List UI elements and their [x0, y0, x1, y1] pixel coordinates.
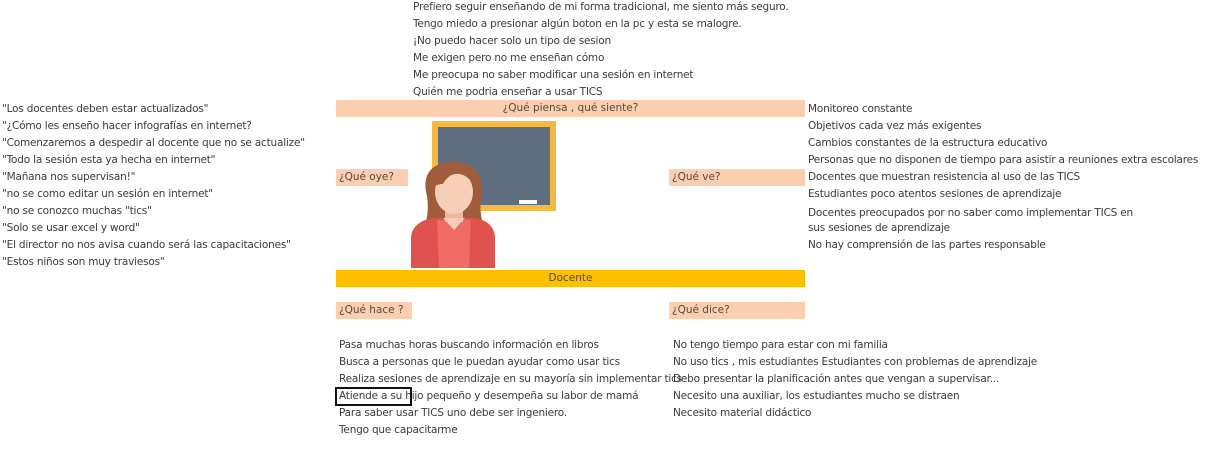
list-item: Realiza sesiones de aprendizaje en su ma… [339, 373, 682, 385]
list-item: Necesito una auxiliar, los estudiantes m… [673, 390, 960, 402]
shirt-inner [437, 220, 471, 268]
list-item: Personas que no disponen de tiempo para … [808, 154, 1199, 166]
teacher-illustration [411, 121, 556, 268]
dice-header: ¿Qué dice? [669, 302, 805, 319]
list-item: "Todo la sesión esta ya hecha en interne… [2, 154, 216, 166]
list-item: No hay comprensión de las partes respons… [808, 239, 1046, 251]
list-item: sus sesiones de aprendizaje [808, 222, 950, 234]
list-item: Quién me podria enseñar a usar TICS [413, 86, 603, 98]
list-item: Estudiantes poco atentos sesiones de apr… [808, 188, 1062, 200]
list-item: "Comenzaremos a despedir al docente que … [2, 137, 305, 149]
list-item: Docentes que muestran resistencia al uso… [808, 171, 1080, 183]
list-item: No tengo tiempo para estar con mi famili… [673, 339, 888, 351]
list-item: Tengo que capacitarme [339, 424, 458, 436]
list-item: ¡No puedo hacer solo un tipo de sesion [413, 35, 611, 47]
list-item: "Los docentes deben estar actualizados" [2, 103, 209, 115]
list-item: No uso tics , mis estudiantes Estudiante… [673, 356, 1037, 368]
list-item: Monitoreo constante [808, 103, 913, 115]
list-item: "no se como editar un sesión en internet… [2, 188, 213, 200]
list-item: "Solo se usar excel y word" [2, 222, 140, 234]
docente-header: Docente [336, 270, 805, 287]
list-item: "Estos niños son muy traviesos" [2, 256, 165, 268]
list-item: Cambios constantes de la estructura educ… [808, 137, 1048, 149]
ve-header: ¿Qué ve? [669, 169, 805, 186]
list-item: Para saber usar TICS uno debe ser ingeni… [339, 407, 567, 419]
list-item: "no se conozco muchas "tics" [2, 205, 152, 217]
list-item: "Mañana nos supervisan!" [2, 171, 136, 183]
list-item: Debo presentar la planificación antes qu… [673, 373, 1000, 385]
text-selection-box[interactable] [335, 387, 412, 406]
chalk-eraser [519, 200, 537, 204]
hace-header: ¿Qué hace ? [336, 302, 412, 319]
hair-front [433, 164, 476, 188]
list-item: Objetivos cada vez más exigentes [808, 120, 982, 132]
list-item: Prefiero seguir enseñando de mi forma tr… [413, 1, 789, 13]
list-item: Pasa muchas horas buscando información e… [339, 339, 599, 351]
list-item: Docentes preocupados por no saber como i… [808, 207, 1133, 219]
list-item: Busca a personas que le puedan ayudar co… [339, 356, 620, 368]
list-item: "El director no nos avisa cuando será la… [2, 239, 291, 251]
list-item: "¿Cómo les enseño hacer infografías en i… [2, 120, 252, 132]
piensa-header: ¿Qué piensa , qué siente? [336, 100, 805, 117]
list-item: Me exigen pero no me enseñan cómo [413, 52, 605, 64]
list-item: Necesito material didáctico [673, 407, 812, 419]
list-item: Me preocupa no saber modificar una sesió… [413, 69, 694, 81]
list-item: Atiende a su hijo pequeño y desempeña su… [339, 390, 639, 402]
collar [443, 218, 465, 230]
oye-header: ¿Qué oye? [336, 169, 408, 186]
list-item: Tengo miedo a presionar algún boton en l… [413, 18, 742, 30]
